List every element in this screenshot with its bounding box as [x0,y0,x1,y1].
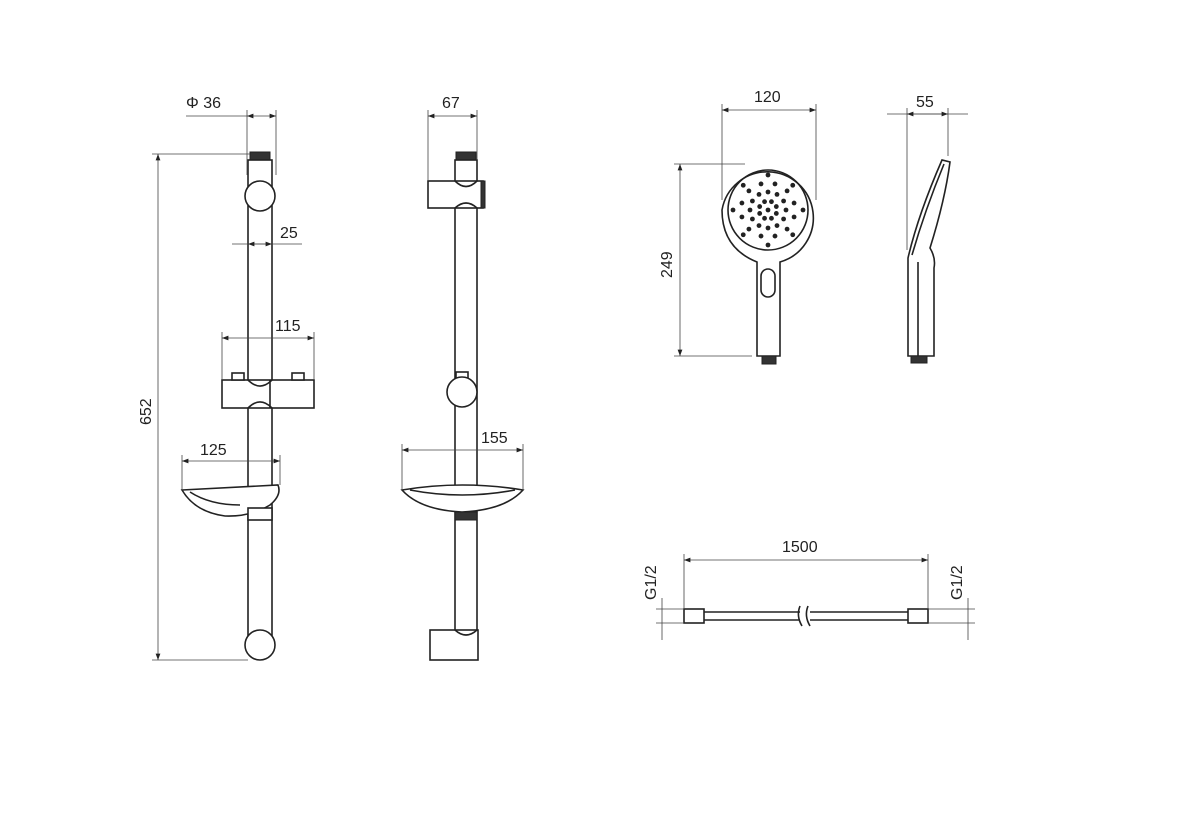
nozzle-dot [758,233,764,239]
bottom-bracket-side [429,629,479,661]
nozzle-dot [756,192,762,197]
nozzle-dot [757,211,763,216]
dim-side-depth-label: 55 [916,94,934,111]
dimension-dish-width-side: 155 [401,430,524,490]
dim-thread-left-label: G1/2 [643,565,660,600]
dim-hose-length-label: 1500 [782,539,818,556]
dimension-dish-width: 125 [181,442,281,490]
dimension-slider-width: 115 [221,318,315,380]
nozzle-dot [765,242,771,248]
nozzle-dot [781,216,786,222]
rail-side-view: 67 155 [400,95,525,661]
nozzle-dot [773,204,779,209]
nozzle-dot [739,200,745,206]
nozzle-dot [765,189,771,195]
dim-dish-width-label: 125 [200,442,227,459]
nozzle-dot [746,226,752,232]
nozzle-dot [747,207,753,213]
dim-height-label: 652 [138,398,155,425]
nozzle-dot [774,192,780,197]
break-line [797,605,811,627]
dimension-diameter: Φ 36 [186,95,277,175]
nozzle-dot [762,215,767,221]
dim-slider-width-label: 115 [275,318,301,335]
nozzle-dot [784,226,790,232]
rail-top-cap [249,151,271,161]
nozzle-dot [769,199,774,205]
nozzle-dot [740,232,746,238]
spray-button [760,268,776,298]
dimension-rail-width: 25 [232,225,302,247]
dimension-thread-right: G1/2 [928,565,975,640]
soap-dish-side [400,484,525,521]
top-bracket-side [427,180,486,209]
nozzle-dot [784,188,790,194]
dim-dish-width-side-label: 155 [481,430,508,447]
nozzle-dot [756,223,762,228]
nozzle-dot [739,214,745,220]
dimension-height: 652 [138,153,250,661]
nozzle-dot [765,207,771,213]
hose-view: 1500 G1/2 G1/2 [643,539,975,640]
nozzle-dot [772,233,778,239]
nozzle-dot [790,182,796,188]
nozzle-dot [773,211,779,216]
nozzle-dot [750,216,755,222]
nozzle-dot [750,198,755,204]
bottom-wall-bracket [244,629,276,661]
dim-depth-label: 67 [442,95,460,112]
nozzle-dot [765,225,771,231]
nozzle-dot [746,188,752,194]
nozzle-dot [772,181,778,187]
soap-dish [180,484,280,521]
dimension-depth: 67 [427,95,478,181]
slider-side [446,376,478,408]
nozzle-dot [762,199,767,205]
nozzle-dot [774,223,780,228]
hose-connector [761,355,777,365]
dim-diameter-label: Φ 36 [186,95,221,112]
dimension-head-width: 120 [721,89,817,200]
dim-head-width-label: 120 [754,89,781,106]
nozzle-dot [800,207,806,213]
nozzle-dot [758,181,764,187]
rail-front-view: Φ 36 652 25 115 125 [138,95,315,661]
dimension-length: 249 [659,163,752,357]
nozzle-dot [790,232,796,238]
nozzle-dot [781,198,786,204]
dim-rail-width-label: 25 [280,225,298,242]
slider [221,372,315,409]
dimension-side-depth: 55 [887,94,968,250]
dim-thread-right-label: G1/2 [949,565,966,600]
nozzle-dot [740,182,746,188]
nozzle-dot [730,207,736,213]
top-wall-bracket [244,180,276,212]
nozzle-dot [765,172,771,178]
dimension-hose-length: 1500 [683,539,929,609]
nozzle-dot [791,214,797,220]
nozzle-dot [783,207,789,213]
spray-nozzles [730,172,806,248]
nozzle-dot [769,215,774,221]
dim-length-label: 249 [659,251,676,278]
hand-shower-side-view: 55 [887,94,968,364]
nozzle-dot [791,200,797,206]
hand-shower-front-view: 120 249 [659,89,817,365]
nozzle-dot [757,204,763,209]
dimension-thread-left: G1/2 [643,565,684,640]
